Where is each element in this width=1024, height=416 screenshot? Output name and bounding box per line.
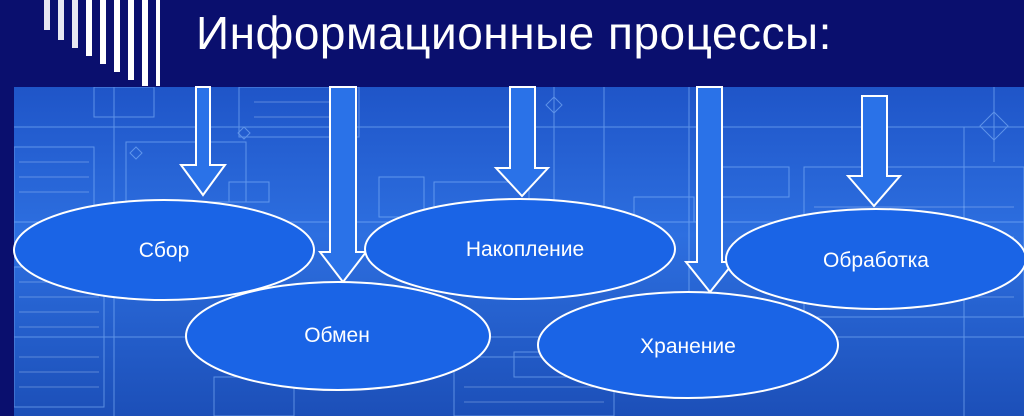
- node-accumulate: [364, 198, 676, 300]
- node-processing: [725, 208, 1024, 310]
- arrow-to-exchange: [317, 86, 369, 284]
- arrow-to-storage: [683, 86, 737, 294]
- stripe: [44, 0, 50, 30]
- slide-title: Информационные процессы:: [196, 7, 832, 59]
- node-storage: [537, 291, 839, 399]
- stripe: [72, 0, 78, 48]
- node-label-exchange: Обмен: [304, 324, 370, 347]
- arrow-to-accumulate: [493, 86, 551, 198]
- node-label-processing: Обработка: [823, 249, 929, 272]
- stripe: [114, 0, 120, 72]
- node-label-collect: Сбор: [138, 239, 190, 262]
- node-label-accumulate: Накопление: [465, 238, 585, 261]
- node-label-storage: Хранение: [640, 335, 736, 358]
- stripe: [86, 0, 92, 56]
- node-collect: [13, 199, 315, 301]
- arrow-to-processing: [845, 95, 903, 208]
- arrow-to-collect: [179, 86, 227, 197]
- stripe: [142, 0, 148, 86]
- node-exchange: [185, 281, 491, 391]
- stripe: [156, 0, 160, 86]
- stripe: [58, 0, 64, 40]
- stripe: [128, 0, 134, 80]
- stripe: [100, 0, 106, 64]
